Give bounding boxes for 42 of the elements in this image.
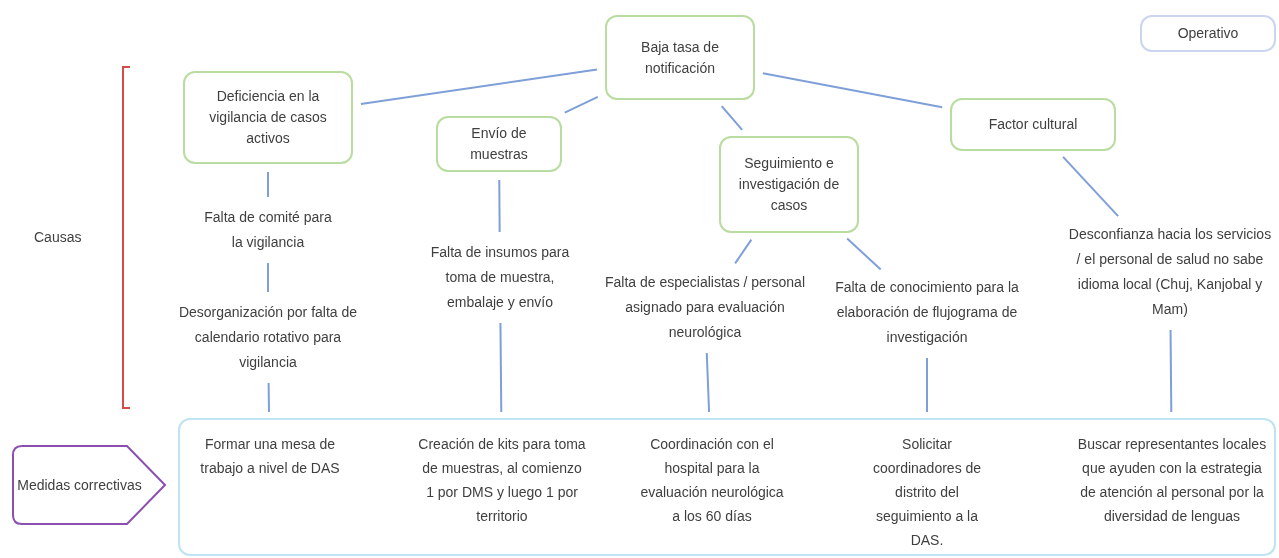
measures-panel	[178, 418, 1276, 556]
node-text: Factor cultural	[988, 115, 1078, 134]
connector-line	[267, 382, 270, 413]
rounded-box	[1140, 15, 1276, 52]
pentagon-arrow-box	[12, 445, 167, 525]
node-text: Operativo	[1177, 24, 1239, 43]
connector-line	[499, 322, 503, 413]
node-text: Baja tasa de notificación	[640, 37, 720, 78]
connector-line	[1062, 155, 1120, 218]
measure-text: Formar una mesa de trabajo a nivel de DAS	[200, 435, 340, 478]
node-text: Medidas correctivas	[17, 476, 142, 495]
section-label: Causas	[34, 229, 82, 245]
node-text: Seguimiento e investigación de casos	[737, 154, 841, 215]
connector-line	[720, 105, 744, 131]
measure-text: Creación de kits para toma de muestras, al comienzo 1 por DMS y luego 1 por territorio	[417, 435, 587, 526]
connector-line	[498, 179, 501, 233]
cause-text: Falta de insumos para toma de muestra, embalaje y envío	[429, 243, 571, 312]
rounded-box	[719, 136, 859, 233]
rounded-box	[605, 15, 755, 100]
connector-line	[359, 68, 599, 105]
measure-text: Buscar representantes locales que ayuden con la estrategia de atención al personal por la diversidad de lenguas	[1077, 435, 1267, 526]
measure-text: Solicitar coordinadores de distrito del seguimiento a la DAS.	[871, 435, 983, 550]
connector-line	[267, 262, 269, 293]
rounded-box	[183, 71, 353, 164]
connector-line	[267, 171, 269, 198]
measure-text: Coordinación con el hospital para la evaluación neurológica a los 60 días	[639, 435, 785, 526]
connector-line	[734, 238, 753, 265]
rounded-box	[950, 98, 1116, 151]
node-text: Deficiencia en la vigilancia de casos activos	[208, 87, 328, 148]
connector-line	[563, 95, 599, 114]
cause-text: Falta de especialistas / personal asignado para evaluación neurológica	[605, 273, 805, 342]
cause-text: Desconfianza hacia los servicios / el personal de salud no sabe idioma local (Chuj, Kanjobal y Mam)	[1067, 225, 1273, 319]
connector-line	[705, 352, 711, 413]
cause-text: Falta de comité para la vigilancia	[203, 208, 333, 252]
connector-line	[1169, 329, 1173, 413]
rounded-box	[436, 116, 562, 172]
cause-text: Desorganización por falta de calendario rotativo para vigilancia	[178, 303, 358, 372]
connector-line	[846, 237, 882, 271]
connector-line	[761, 72, 944, 109]
cause-text: Falta de conocimiento para la elaboración de flujograma de investigación	[834, 278, 1020, 347]
connector-line	[926, 357, 928, 413]
node-text: Envío de muestras	[469, 124, 529, 164]
